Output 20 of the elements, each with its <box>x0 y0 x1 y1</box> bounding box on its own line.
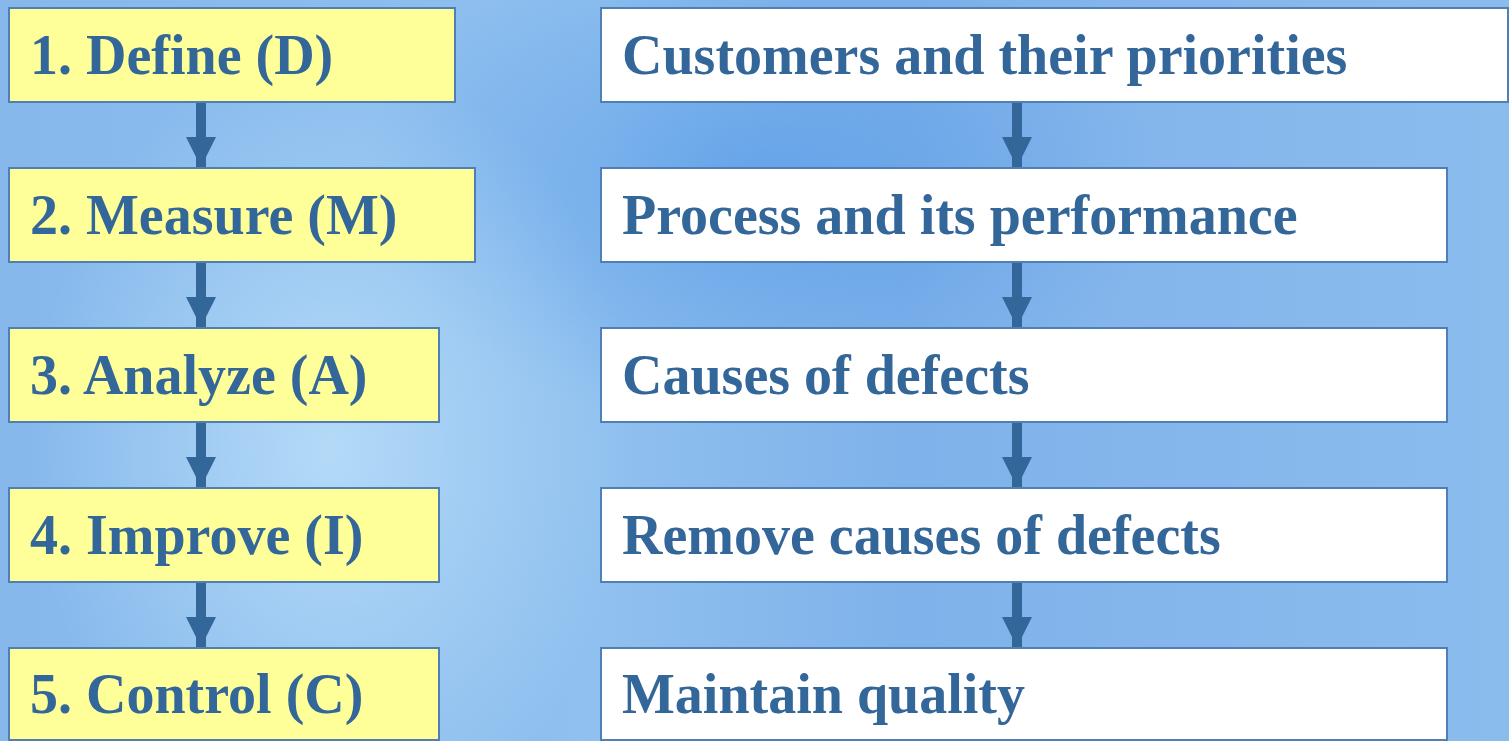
description-box <box>600 327 1448 423</box>
description-box <box>600 647 1448 741</box>
arrow <box>186 103 216 167</box>
arrow <box>186 583 216 647</box>
step-box <box>8 327 440 423</box>
arrow <box>1002 423 1032 487</box>
arrow <box>186 423 216 487</box>
arrow <box>1002 263 1032 327</box>
step-label: Causes of defects <box>622 347 1030 403</box>
arrow <box>186 263 216 327</box>
description-box <box>600 487 1448 583</box>
description-box <box>600 7 1509 103</box>
arrow <box>1002 103 1032 167</box>
step-box <box>8 7 456 103</box>
step-box <box>8 487 440 583</box>
description-box <box>600 167 1448 263</box>
step-box <box>8 167 476 263</box>
step-box <box>8 647 440 741</box>
step-label: Remove causes of defects <box>622 507 1221 563</box>
arrow <box>1002 583 1032 647</box>
